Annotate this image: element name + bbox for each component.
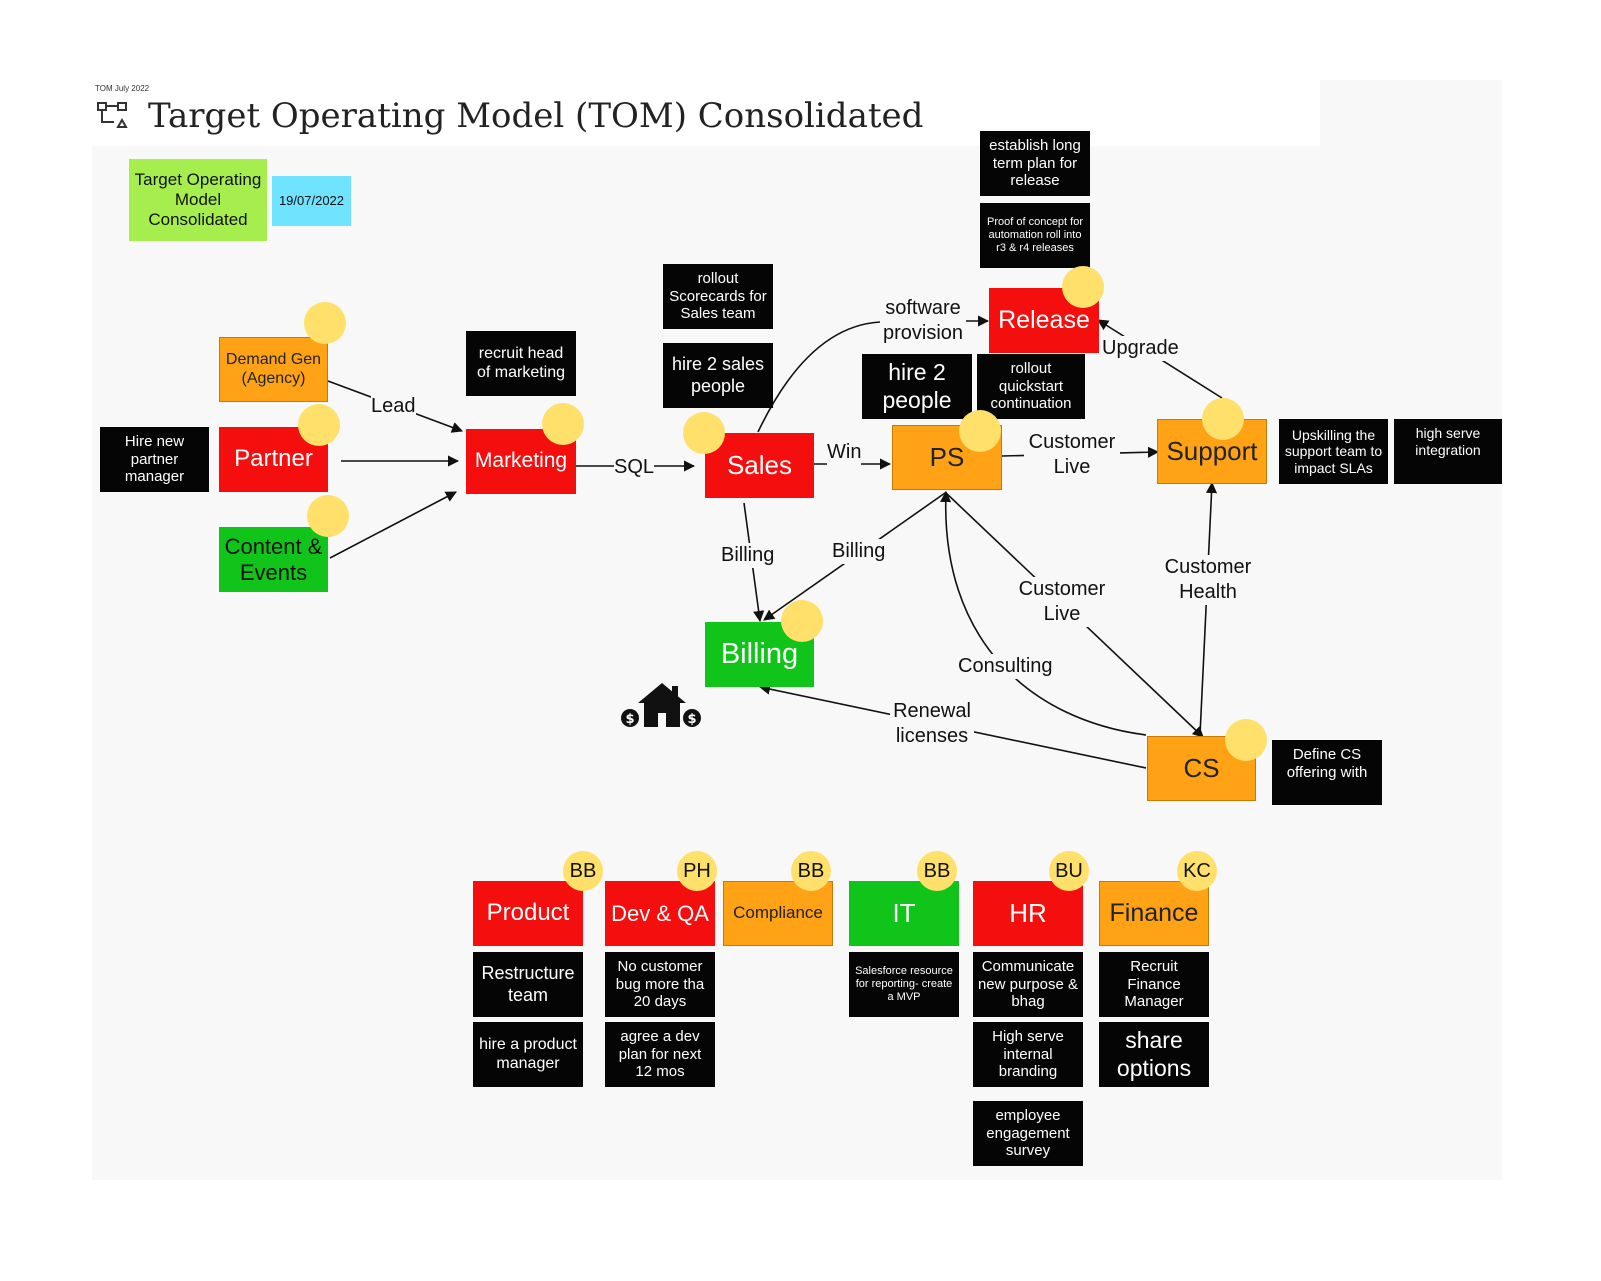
board-name-sticky[interactable]: Target Operating Model Consolidated xyxy=(129,159,267,241)
title-bar xyxy=(92,80,1320,146)
date-sticky[interactable]: 19/07/2022 xyxy=(272,176,351,226)
edge-label-customer-live-top: Customer Live xyxy=(1024,430,1120,480)
edge-label-customer-health: Customer Health xyxy=(1160,555,1256,605)
edge-label-lead: Lead xyxy=(371,394,416,419)
dept-6-owner-initials: KC xyxy=(1177,851,1217,891)
board-date-label: TOM July 2022 xyxy=(95,84,150,93)
note-long-term-plan[interactable]: establish long term plan for release xyxy=(980,131,1090,196)
dept-5-note-1[interactable]: Communicate new purpose & bhag xyxy=(973,952,1083,1017)
note-hire-partner-manager[interactable]: Hire new partner manager xyxy=(100,427,209,492)
dept-2-note-1[interactable]: No customer bug more tha 20 days xyxy=(605,952,715,1017)
edge-label-renewal: Renewal licenses xyxy=(890,699,974,749)
dept-1-note-2[interactable]: hire a product manager xyxy=(473,1022,583,1087)
note-upskilling-support[interactable]: Upskilling the support team to impact SL… xyxy=(1279,419,1388,484)
flowchart-icon xyxy=(96,100,130,130)
node-ps[interactable]: PS xyxy=(892,425,1002,490)
dept-5-owner-initials: BU xyxy=(1049,851,1089,891)
dept-2-owner-initials: PH xyxy=(677,851,717,891)
svg-text:$: $ xyxy=(625,712,634,727)
vote-dot-release xyxy=(1062,266,1104,308)
edge-label-upgrade: Upgrade xyxy=(1102,336,1179,361)
vote-dot-marketing xyxy=(542,403,584,445)
edge-label-software-provision: software provision xyxy=(880,296,966,346)
vote-dot-content xyxy=(307,495,349,537)
dept-4-note-1[interactable]: Salesforce resource for reporting- creat… xyxy=(849,952,959,1017)
edge-label-win: Win xyxy=(827,440,862,465)
vote-dot-sales xyxy=(683,412,725,454)
note-rollout-scorecards[interactable]: rollout Scorecards for Sales team xyxy=(663,264,773,329)
dept-1-card[interactable]: Product xyxy=(473,881,583,946)
dept-4-card[interactable]: IT xyxy=(849,881,959,946)
node-demand-gen[interactable]: Demand Gen (Agency) xyxy=(219,337,328,402)
vote-dot-cs xyxy=(1225,719,1267,761)
svg-text:$: $ xyxy=(687,712,696,727)
edge-label-customer-live-mid: Customer Live xyxy=(1014,577,1110,627)
edge-label-consulting: Consulting xyxy=(958,654,1053,679)
dept-5-note-3[interactable]: employee engagement survey xyxy=(973,1101,1083,1166)
dept-5-card[interactable]: HR xyxy=(973,881,1083,946)
dept-6-note-1[interactable]: Recruit Finance Manager xyxy=(1099,952,1209,1017)
dept-3-owner-initials: BB xyxy=(791,851,831,891)
vote-dot-support xyxy=(1202,398,1244,440)
vote-dot-partner xyxy=(298,404,340,446)
dept-6-card[interactable]: Finance xyxy=(1099,881,1209,946)
dept-5-note-2[interactable]: High serve internal branding xyxy=(973,1022,1083,1087)
dept-2-card[interactable]: Dev & QA xyxy=(605,881,715,946)
vote-dot-demand-gen xyxy=(304,302,346,344)
edge-content-marketing xyxy=(329,491,457,559)
note-recruit-head-marketing[interactable]: recruit head of marketing xyxy=(466,331,576,396)
edge-label-billing-right: Billing xyxy=(832,539,886,564)
edge-customer-health xyxy=(1199,481,1218,736)
vote-dot-billing xyxy=(781,600,823,642)
vote-dot-ps xyxy=(959,410,1001,452)
note-rollout-quickstart[interactable]: rollout quickstart continuation xyxy=(977,354,1085,419)
note-high-serve-integration[interactable]: high serve integration xyxy=(1394,419,1502,484)
node-content-events[interactable]: Content & Events xyxy=(219,527,328,592)
edge-label-billing-left: Billing xyxy=(721,543,775,568)
note-hire-2-people[interactable]: hire 2 people xyxy=(862,354,972,419)
dept-1-note-1[interactable]: Restructure team xyxy=(473,952,583,1017)
edge-software-provision xyxy=(757,321,881,433)
dept-2-note-2[interactable]: agree a dev plan for next 12 mos xyxy=(605,1022,715,1087)
edge-label-sql: SQL xyxy=(614,455,655,480)
node-sales[interactable]: Sales xyxy=(705,433,814,498)
dept-3-card[interactable]: Compliance xyxy=(723,881,833,946)
dept-4-owner-initials: BB xyxy=(917,851,957,891)
dept-1-owner-initials: BB xyxy=(563,851,603,891)
page-title: Target Operating Model (TOM) Consolidate… xyxy=(148,96,924,136)
dept-6-note-2[interactable]: share options xyxy=(1099,1022,1209,1087)
note-proof-of-concept[interactable]: Proof of concept for automation roll int… xyxy=(980,203,1090,268)
note-hire-2-sales[interactable]: hire 2 sales people xyxy=(663,343,773,408)
note-define-cs-offering[interactable]: Define CS offering with xyxy=(1272,740,1382,805)
house-money-icon: $ $ xyxy=(620,680,704,730)
